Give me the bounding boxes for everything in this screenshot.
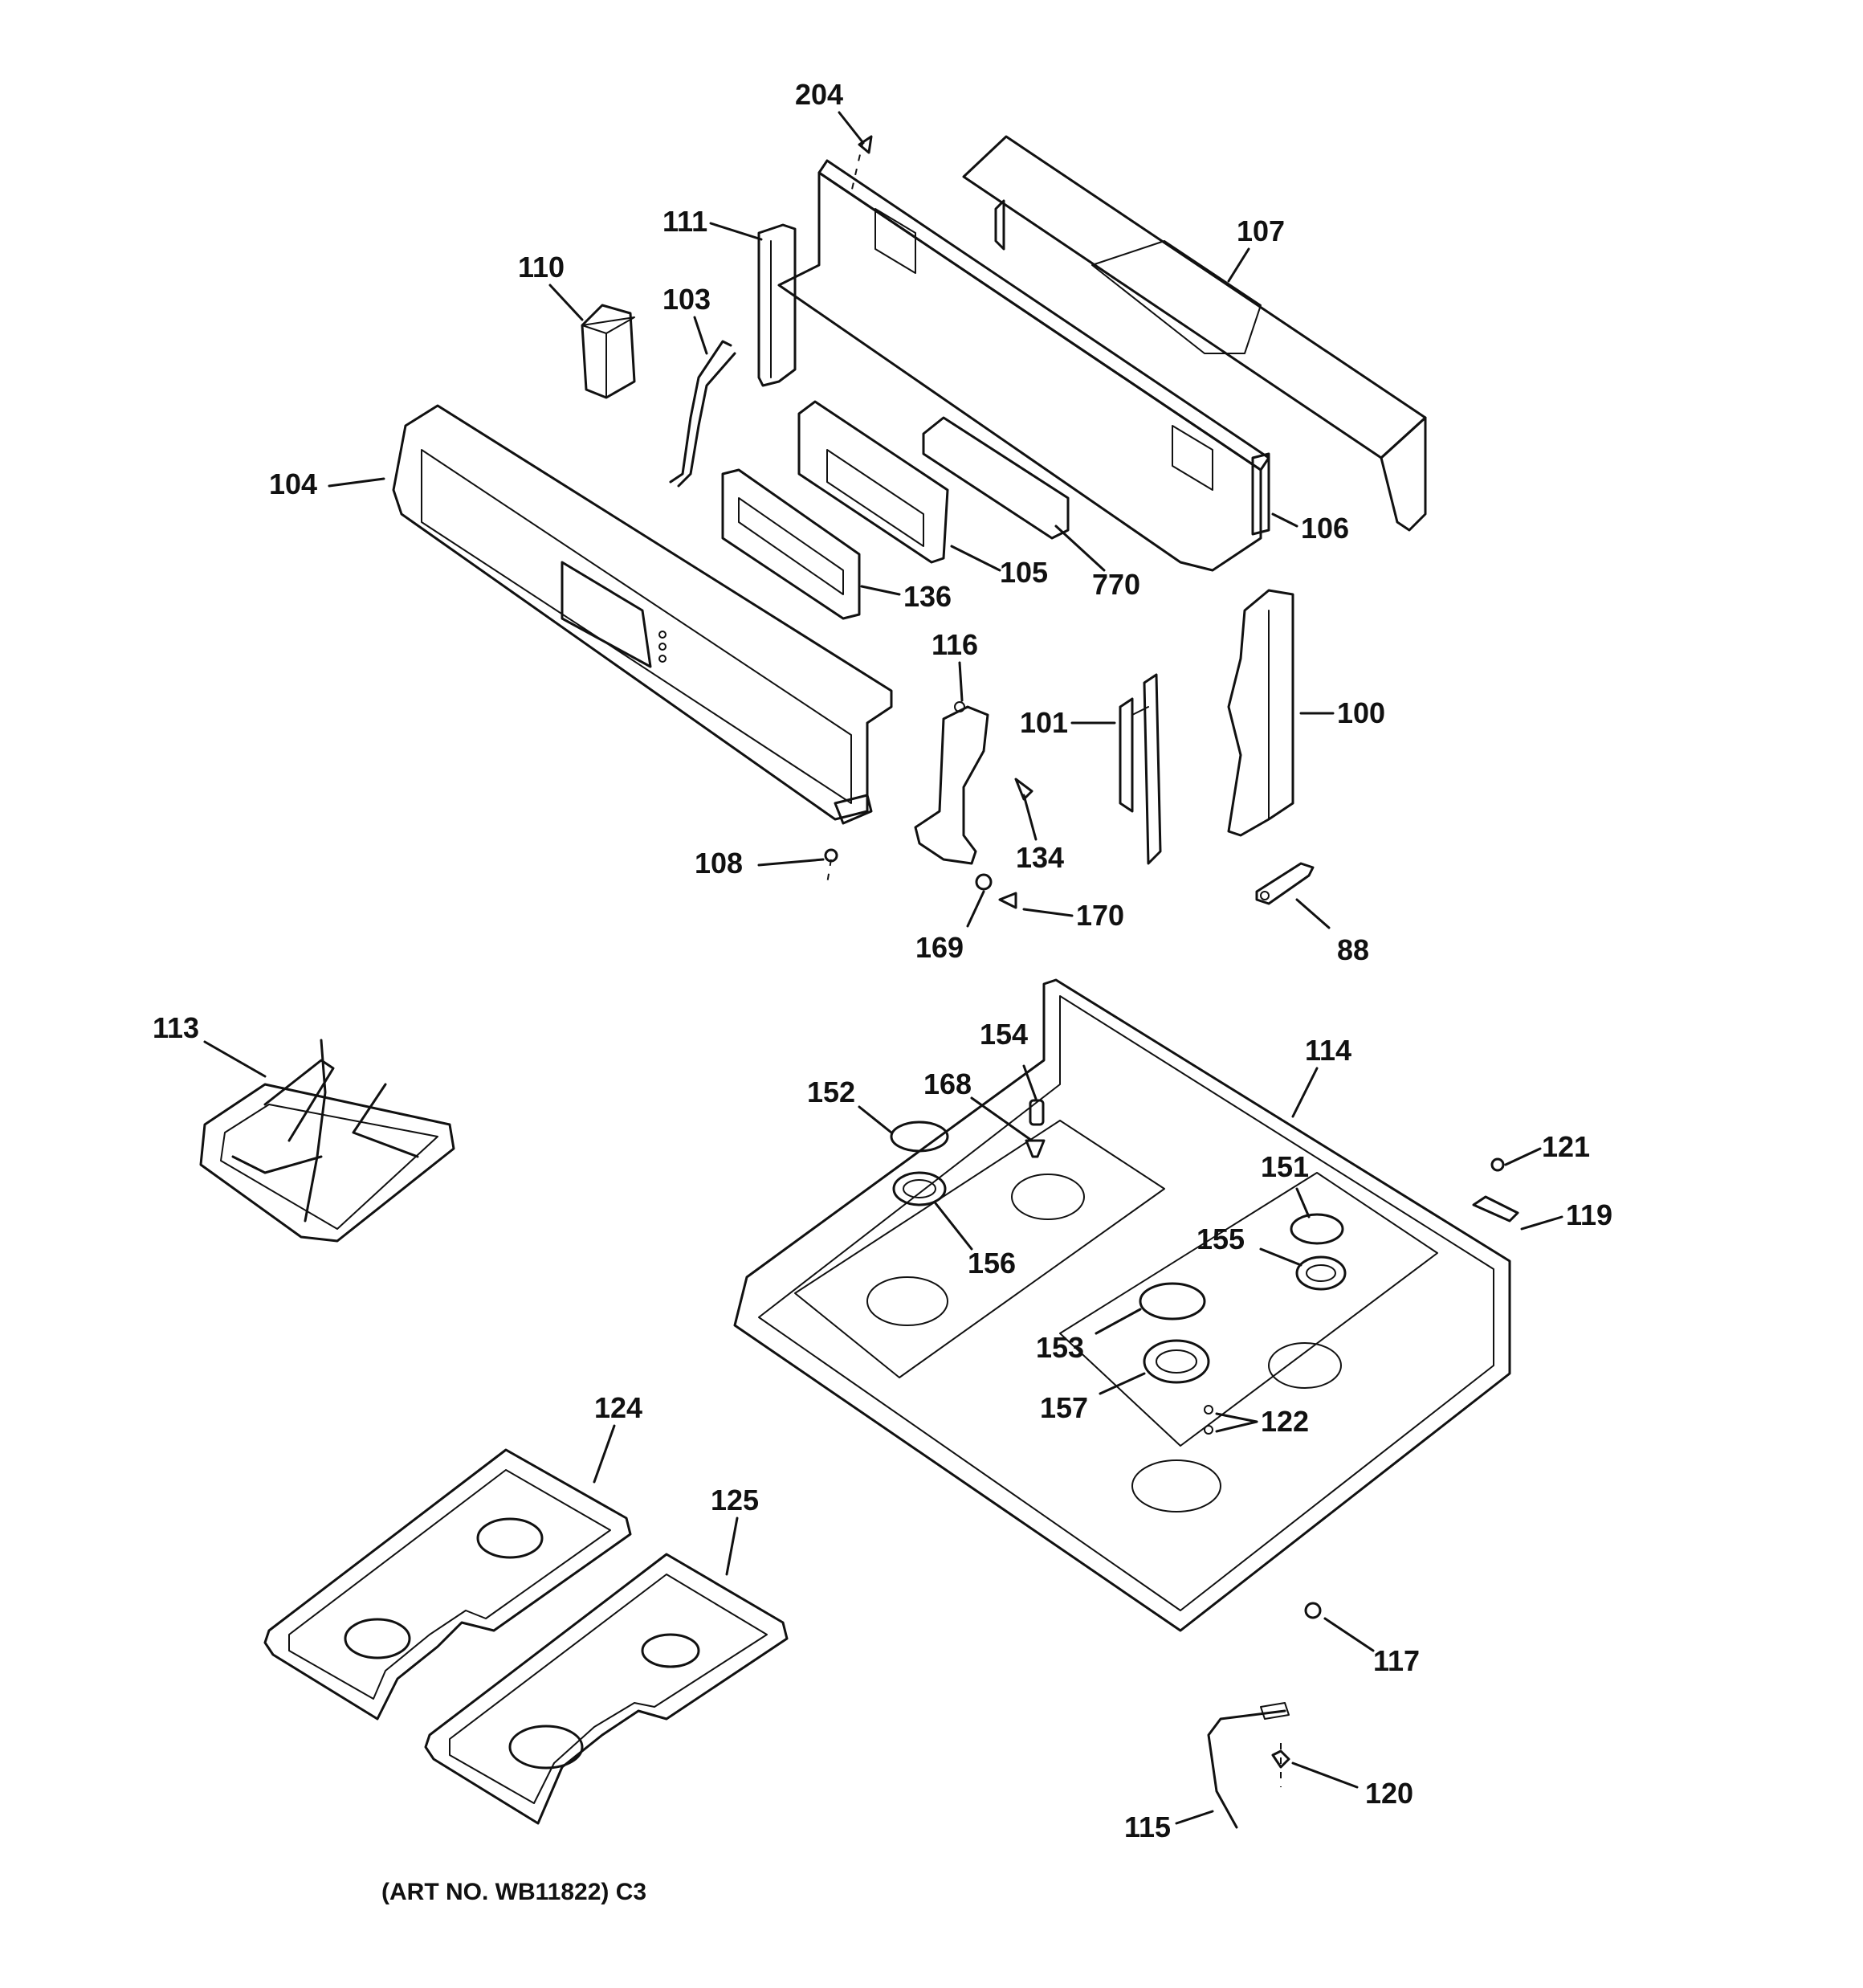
callout-106: 106 (1301, 512, 1349, 545)
part-110-relay (581, 304, 636, 399)
callout-151: 151 (1261, 1150, 1309, 1183)
cap-153 (1139, 1282, 1206, 1321)
callout-100: 100 (1337, 696, 1385, 729)
part-111-bracket (757, 223, 797, 387)
part-113-grate (199, 1039, 455, 1243)
callout-108: 108 (695, 847, 743, 880)
callout-121: 121 (1542, 1130, 1590, 1163)
part-125-drip-pan (424, 1553, 789, 1825)
callout-122: 122 (1261, 1405, 1309, 1438)
part-124-drip-pan (263, 1448, 632, 1721)
callout-119: 119 (1566, 1198, 1612, 1231)
screw-122 (1204, 1405, 1213, 1435)
fitting-120 (1271, 1743, 1290, 1787)
callout-103: 103 (662, 283, 711, 316)
part-104-control-panel (392, 404, 893, 825)
callout-124: 124 (594, 1391, 642, 1424)
callout-120: 120 (1365, 1777, 1413, 1810)
callout-117: 117 (1373, 1644, 1420, 1677)
callout-104: 104 (269, 467, 317, 500)
cap-152 (890, 1121, 949, 1153)
head-155 (1295, 1255, 1347, 1291)
callout-115: 115 (1124, 1810, 1171, 1843)
screw-121 (1490, 1157, 1505, 1172)
callout-169: 169 (915, 931, 964, 964)
head-156 (892, 1171, 947, 1206)
callout-114: 114 (1305, 1034, 1351, 1067)
callout-155: 155 (1196, 1223, 1245, 1255)
callout-136: 136 (903, 580, 952, 613)
part-106-backguard (777, 159, 1270, 572)
callout-116: 116 (932, 628, 978, 661)
screw-108 (824, 848, 838, 884)
callout-770: 770 (1092, 568, 1140, 601)
screw-134 (1014, 778, 1033, 801)
leader-lines (203, 111, 1563, 1825)
screw-170 (998, 892, 1017, 909)
part-105-control-board (797, 400, 949, 564)
callout-168: 168 (923, 1067, 972, 1100)
callout-156: 156 (968, 1247, 1016, 1280)
part-116-end-trim (914, 701, 989, 865)
callout-110: 110 (518, 251, 565, 284)
callout-107: 107 (1237, 214, 1285, 247)
callout-113: 113 (153, 1011, 199, 1044)
callout-170: 170 (1076, 899, 1124, 932)
callout-153: 153 (1036, 1331, 1084, 1364)
cap-151 (1290, 1213, 1344, 1245)
part-101-bracket (1119, 673, 1162, 865)
callout-105: 105 (1000, 556, 1048, 589)
washer-169 (975, 873, 993, 891)
art-number-caption: (ART NO. WB11822) C3 (381, 1879, 646, 1905)
part-115-tube (1207, 1702, 1290, 1829)
callout-88: 88 (1337, 933, 1369, 966)
callout-134: 134 (1016, 841, 1064, 874)
nut-117 (1304, 1602, 1322, 1619)
callout-157: 157 (1040, 1391, 1088, 1424)
callout-154: 154 (980, 1018, 1028, 1051)
callout-101: 101 (1020, 706, 1068, 739)
orifice-168 (1025, 1139, 1046, 1158)
part-114-cooktop (733, 978, 1511, 1632)
callout-111: 111 (662, 205, 707, 238)
callout-152: 152 (807, 1076, 855, 1108)
part-88-spacer (1255, 862, 1315, 905)
callout-204: 204 (795, 78, 843, 111)
part-136-overlay (721, 468, 861, 620)
bracket-119 (1472, 1195, 1519, 1223)
part-107-rear-cover (962, 135, 1427, 532)
part-770-channel (922, 416, 1070, 540)
screw-204 (850, 135, 873, 194)
electrode-154 (1029, 1099, 1045, 1126)
part-100-end-cap (1227, 589, 1294, 837)
part-103-rod (669, 340, 736, 488)
head-157 (1143, 1339, 1210, 1384)
callout-125: 125 (711, 1484, 759, 1517)
